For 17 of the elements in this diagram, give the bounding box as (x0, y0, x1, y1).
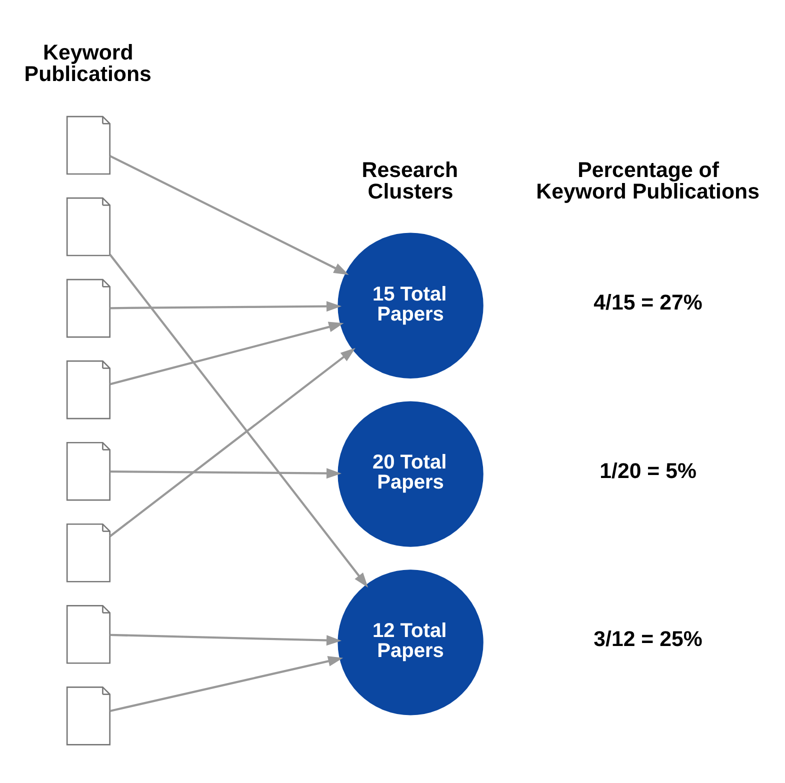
arrow (110, 468, 342, 479)
label: 4/15 = 27% (594, 290, 702, 314)
node-circle: 12 Total Papers (338, 570, 484, 716)
arrow (110, 322, 344, 386)
label: 1/20 = 5% (600, 458, 697, 483)
arrow (110, 301, 342, 312)
arrow (109, 254, 368, 588)
arrow (109, 348, 356, 538)
arrow (110, 656, 344, 712)
node-circle: 15 Total Papers (338, 232, 484, 378)
label: Keyword Publications (24, 40, 152, 86)
label: Percentage of Keyword Publications (536, 158, 760, 204)
node-circle: 20 Total Papers (338, 401, 484, 547)
label: Research Clusters (362, 158, 458, 204)
label: 3/12 = 25% (594, 627, 702, 652)
arrow (110, 634, 342, 646)
arrow (110, 155, 349, 275)
